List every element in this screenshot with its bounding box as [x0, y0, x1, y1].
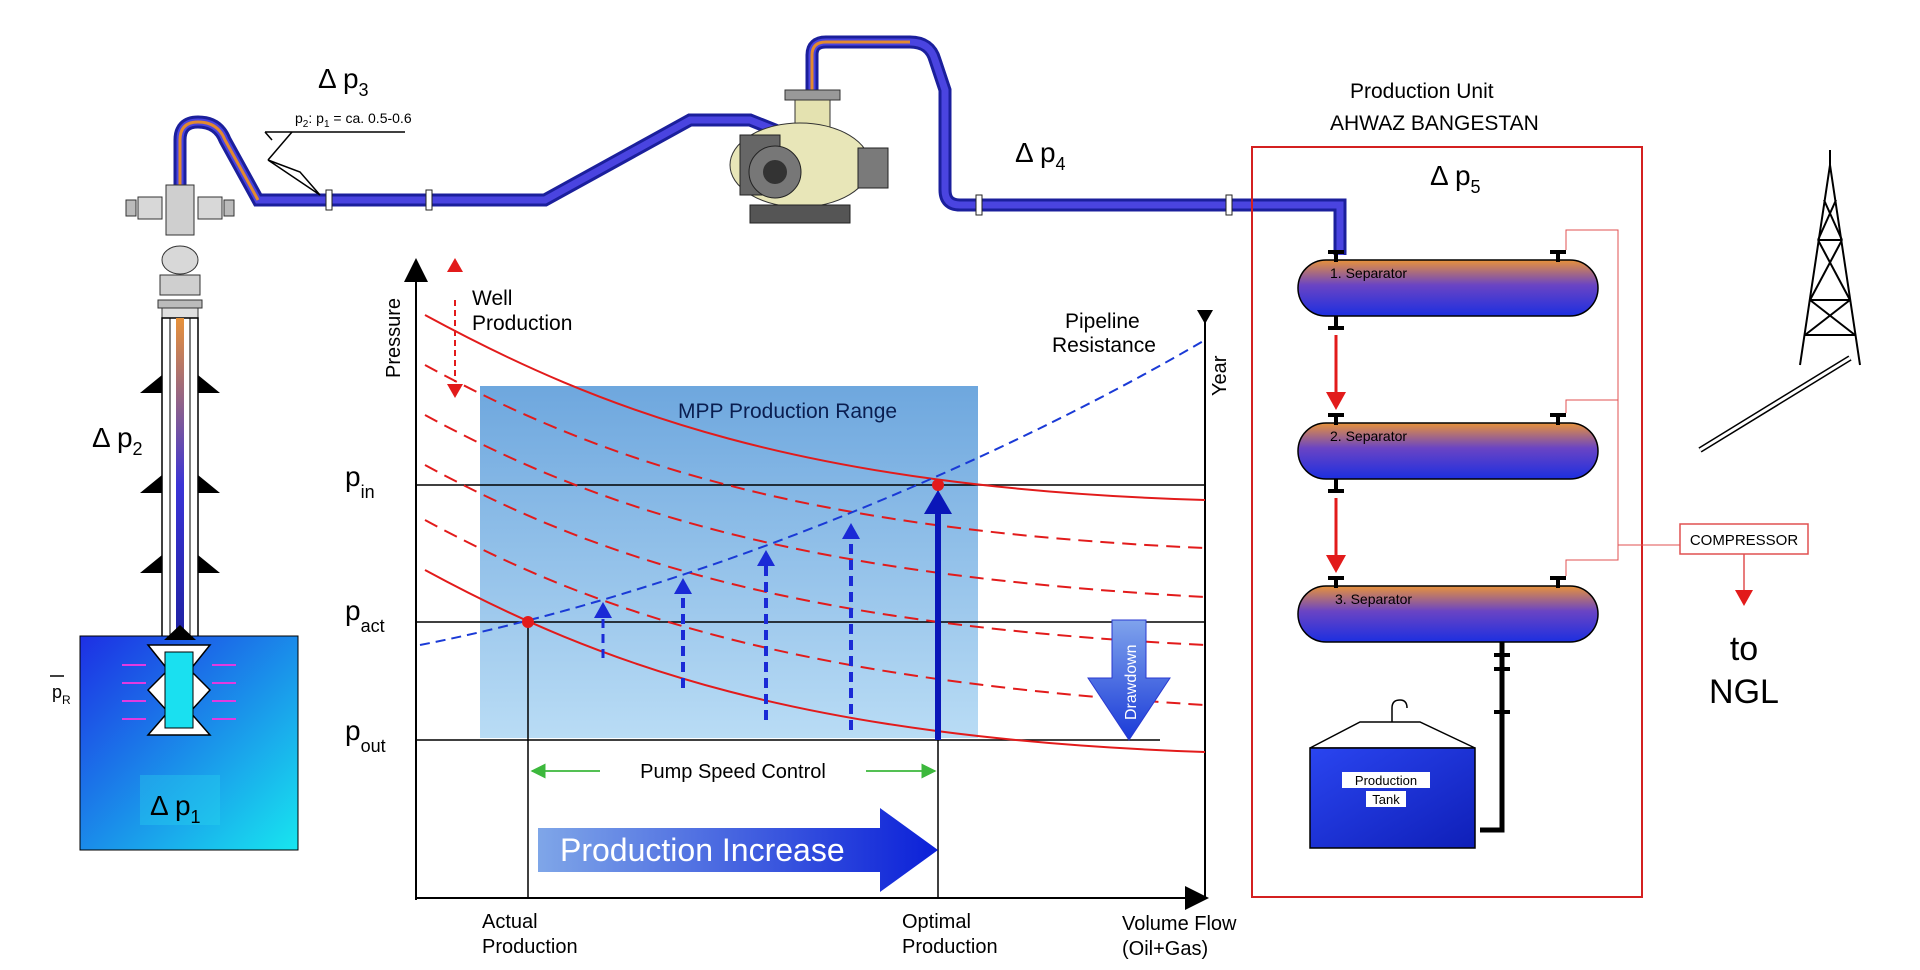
production-unit-frame [1251, 146, 1643, 898]
x-axis-label-2: (Oil+Gas) [1122, 938, 1208, 960]
reservoir: pR Δ p1 [50, 625, 299, 851]
dp3-label: Δ p3 [318, 63, 369, 100]
inflow-arrows [122, 664, 236, 720]
separator-2-label: 2. Separator [1330, 428, 1407, 444]
production-arrows [594, 490, 952, 740]
drawdown-label: Drawdown [1123, 644, 1140, 720]
chart: MPP Production Range [345, 258, 1237, 960]
production-increase-label: Production Increase [560, 832, 845, 868]
p-out-label: pout [345, 715, 386, 756]
p-act-label: pact [345, 595, 385, 636]
derrick-icon [1698, 150, 1861, 453]
p-in-label: pin [345, 461, 375, 502]
well-string [140, 317, 220, 654]
optimal-point [932, 479, 944, 491]
separator-1-label: 1. Separator [1330, 265, 1407, 281]
dp2-label: Δ p2 [92, 422, 143, 459]
separator-2: 2. Separator [1297, 413, 1599, 493]
separator-1: 1. Separator [1297, 250, 1599, 330]
ngl-label: NGL [1709, 673, 1779, 711]
separator-3-label: 3. Separator [1335, 591, 1412, 607]
actual-production-label-2: Production [482, 936, 578, 958]
dp1-label: Δ p1 [150, 790, 201, 827]
pipeline [173, 35, 1347, 255]
pipeline-resistance-label: Pipeline [1065, 310, 1140, 333]
y-axis-label: Pressure [383, 298, 405, 378]
mpp-range-box [480, 386, 978, 738]
dp3-annotation: Δ p3 p2: p1 = ca. 0.5-0.6 [264, 63, 412, 196]
pr-label: pR [52, 682, 71, 707]
production-unit: Production Unit AHWAZ BANGESTAN Δ p5 1. … [1251, 80, 1680, 898]
pressure-ratio: p2: p1 = ca. 0.5-0.6 [295, 110, 412, 130]
dp5-label: Δ p5 [1430, 160, 1481, 197]
pipeline-resistance-label-2: Resistance [1052, 334, 1156, 357]
actual-point [522, 616, 534, 628]
compressor: COMPRESSOR to NGL [1679, 523, 1809, 711]
to-label: to [1730, 630, 1758, 668]
well-production-label-2: Production [472, 312, 572, 335]
optimal-production-label: Optimal [902, 911, 971, 933]
actual-production-label: Actual [482, 911, 538, 933]
x-axis-label: Volume Flow [1122, 913, 1237, 935]
compressor-label: COMPRESSOR [1690, 532, 1799, 549]
site-name: AHWAZ BANGESTAN [1330, 112, 1539, 135]
separator-3: 3. Separator [1297, 576, 1599, 643]
tank-label-1: Production [1355, 773, 1417, 788]
pump-speed-label: Pump Speed Control [640, 761, 826, 783]
production-increase-arrow: Production Increase [538, 808, 938, 892]
mpp-range-label: MPP Production Range [678, 400, 897, 423]
year-label: Year [1209, 355, 1231, 396]
production-unit-title: Production Unit [1350, 80, 1494, 103]
tank-label-2: Tank [1372, 792, 1400, 807]
well-production-label: Well [472, 287, 512, 310]
drawdown-arrow: Drawdown [1087, 619, 1171, 741]
wellhead [125, 184, 235, 331]
production-tank: Production Tank [1309, 699, 1476, 849]
pump-machine [729, 89, 889, 224]
dp4-label: Δ p4 [1015, 137, 1066, 174]
optimal-production-label-2: Production [902, 936, 998, 958]
